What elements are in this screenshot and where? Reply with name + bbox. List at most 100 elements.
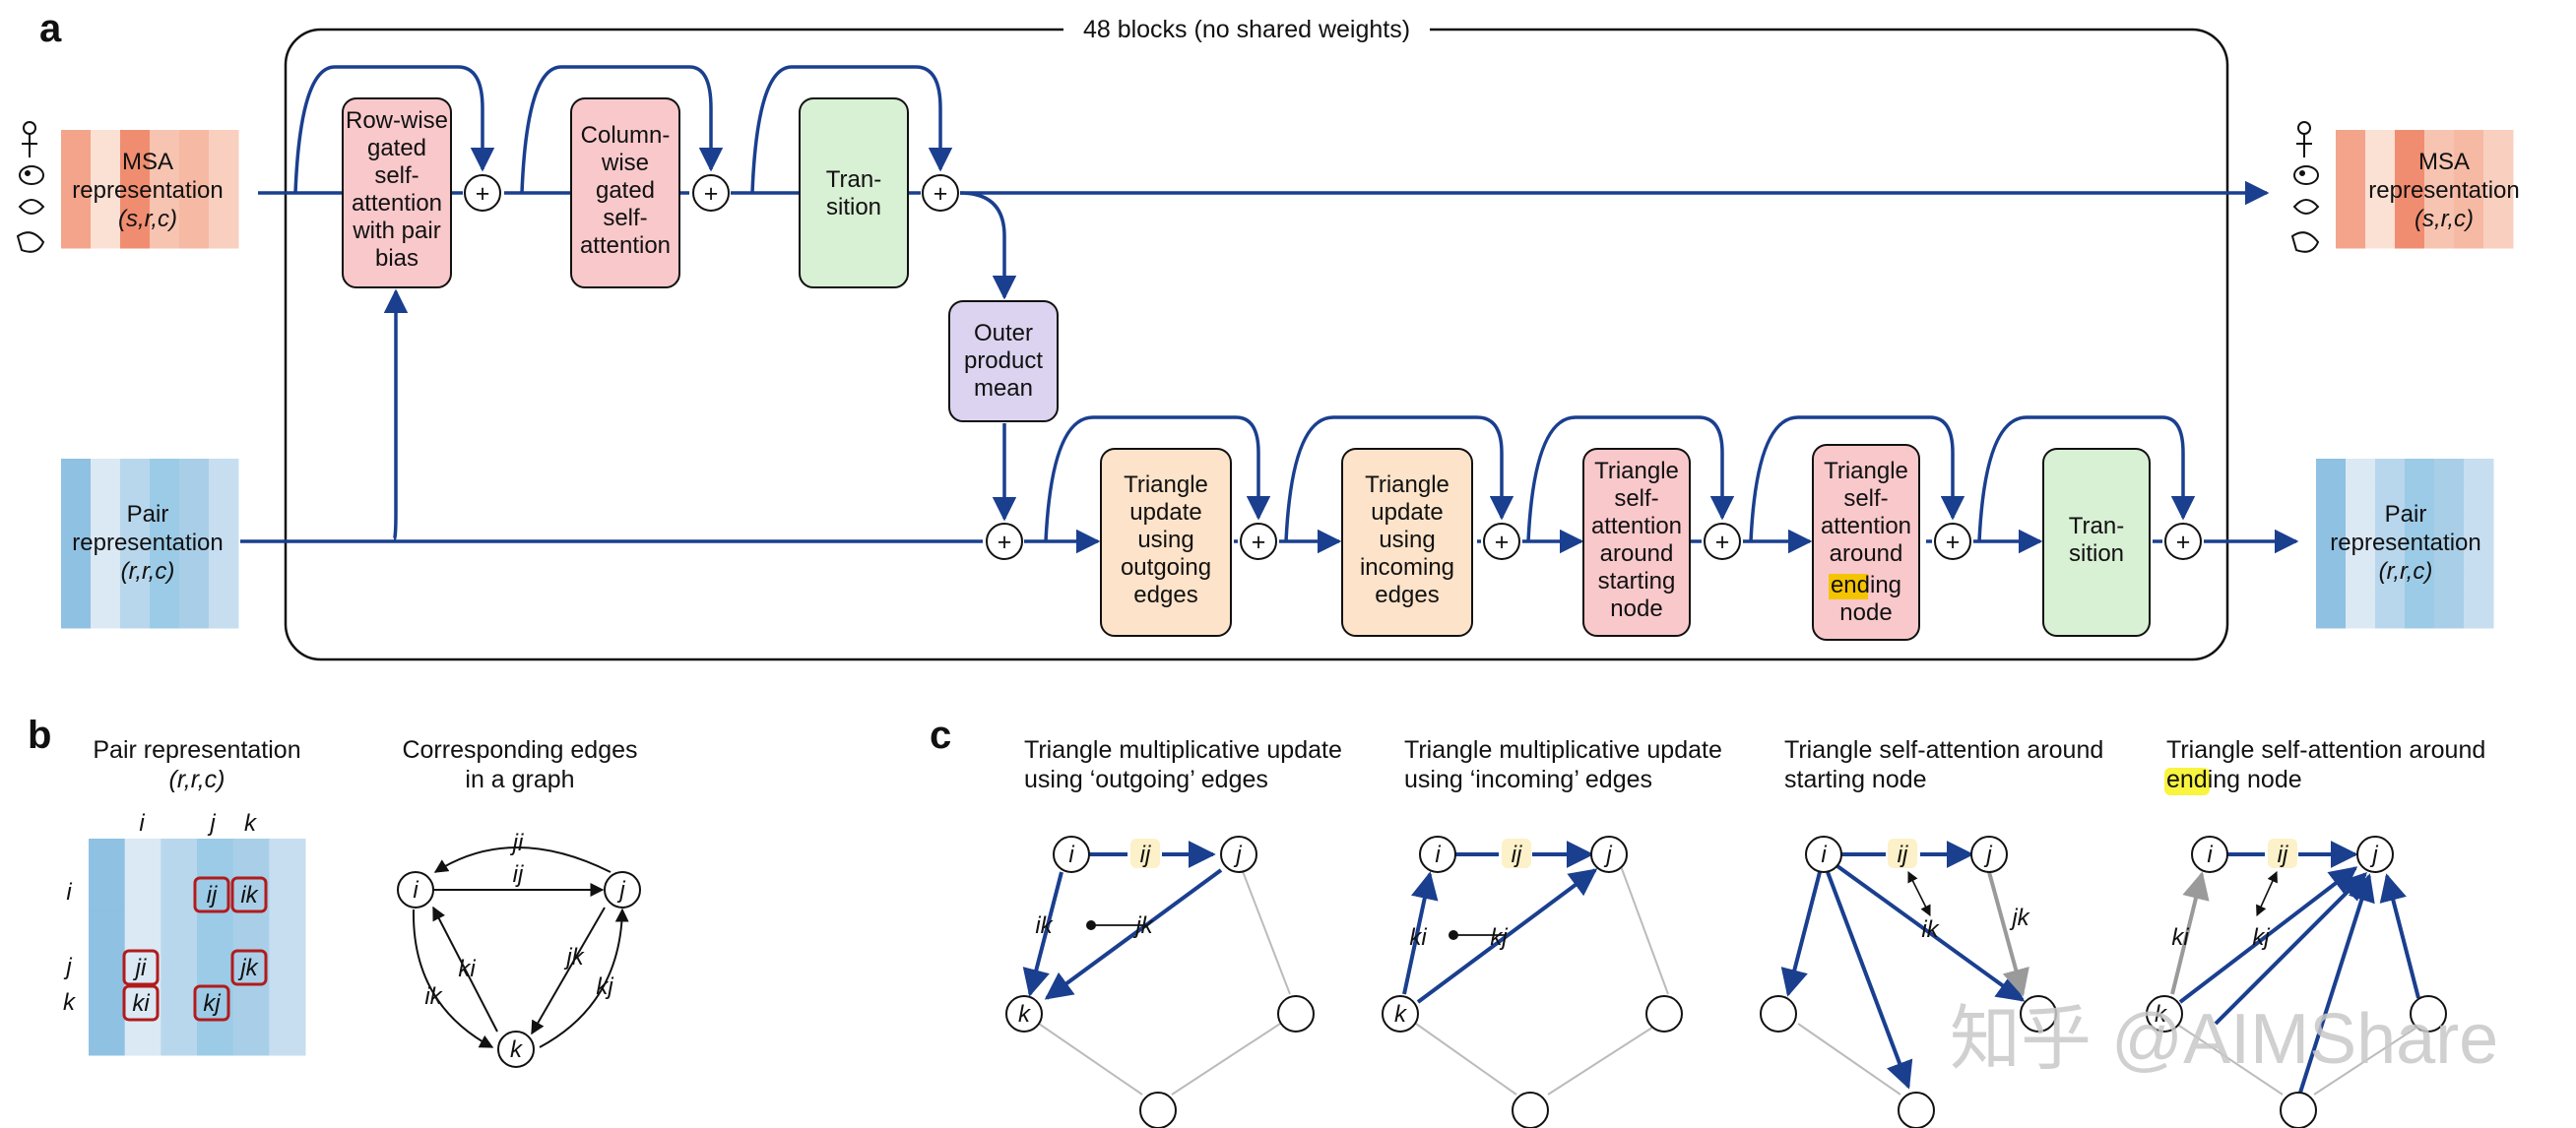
tae-l3: attention — [1821, 513, 1911, 539]
c-title-3b: starting node — [1784, 766, 1927, 793]
heatmap-cell — [120, 189, 151, 219]
heatmap-cell — [150, 219, 180, 249]
add-node-sign: + — [1715, 529, 1730, 556]
opm-l2: product — [964, 347, 1043, 374]
c4-node-k — [2146, 995, 2183, 1033]
add-node-4 — [986, 523, 1023, 560]
heatmap-cell — [232, 982, 270, 1020]
heatmap-cell — [2316, 459, 2347, 488]
heatmap-cell — [209, 459, 239, 488]
rowwise-l2: gated — [367, 135, 426, 161]
graph-node-j-label: j — [616, 877, 625, 904]
add-node-sign: + — [704, 180, 719, 208]
heatmap-cell — [179, 571, 210, 600]
c2-node-k — [1382, 995, 1419, 1033]
heatmap-cell — [91, 486, 121, 516]
c4-node-i — [2191, 836, 2228, 873]
heatmap-cell — [150, 189, 180, 219]
c4-node-5 — [2280, 1092, 2317, 1128]
heatmap-cell — [89, 839, 126, 876]
heatmap-cell — [232, 1019, 270, 1056]
add-node-sign: + — [998, 529, 1012, 556]
heatmap-cell — [2483, 159, 2514, 190]
c1-node-5 — [1139, 1092, 1177, 1128]
column-wise-attention-block: Column- wise gated self- attention — [570, 97, 680, 288]
add-node-8 — [1934, 523, 1971, 560]
heatmap-cell — [2483, 130, 2514, 160]
c3-e1-label: ik — [1921, 916, 1940, 943]
tuo-l3: using — [1137, 527, 1193, 553]
heatmap-cell — [269, 910, 306, 948]
heatmap-cell — [120, 599, 151, 629]
heatmap-cell — [2375, 515, 2406, 544]
opm-l1: Outer — [974, 320, 1033, 346]
add-node-2 — [692, 174, 730, 212]
c4-node-k-label: k — [2155, 1001, 2168, 1028]
row-wise-attention-box — [342, 97, 452, 288]
cell-ik — [230, 876, 268, 913]
heatmap-cell — [89, 1019, 126, 1056]
heatmap-cell — [150, 571, 180, 600]
heatmap-cell — [161, 874, 198, 911]
heatmap-cell — [150, 459, 180, 488]
col-label-j: j — [207, 810, 216, 837]
heatmap-cell — [2365, 189, 2396, 219]
heatmap-cell — [209, 571, 239, 600]
blocks-label: 48 blocks (no shared weights) — [1083, 16, 1410, 43]
heatmap-cell — [61, 159, 92, 190]
heatmap-cell — [2375, 571, 2406, 600]
heatmap-cell — [2336, 219, 2366, 249]
c2-mid-bg — [1502, 839, 1531, 868]
heatmap-cell — [161, 947, 198, 984]
msa-transition-block: Tran- sition — [799, 97, 909, 288]
c3-node-j-label: j — [1983, 842, 1992, 868]
tas-l1: Triangle — [1594, 458, 1679, 484]
heatmap-cell — [2405, 515, 2435, 544]
c-title-4b: ending node — [2166, 766, 2302, 793]
c3-mid-bg — [1888, 839, 1917, 868]
c-graph-outgoing: i j k ij ik jk — [1005, 836, 1315, 1128]
graph-node-j — [604, 871, 641, 909]
heatmap-cell — [269, 1019, 306, 1056]
msa-output-representation: MSA representation (s,r,c) — [2336, 130, 2520, 249]
heatmap-cell — [2346, 543, 2376, 573]
heatmap-cell — [2316, 515, 2347, 544]
heatmap-cell — [91, 543, 121, 573]
heatmap-cell — [2346, 486, 2376, 516]
add-node-7 — [1704, 523, 1741, 560]
heatmap-cell — [197, 839, 234, 876]
edge-graph — [412, 846, 629, 1048]
heatmap-cell — [2424, 159, 2455, 190]
heatmap-cell — [2395, 189, 2425, 219]
tuo-l5: edges — [1133, 582, 1197, 608]
c2-e1-label: ki — [1409, 924, 1427, 951]
pair-in-line2: representation — [72, 530, 223, 556]
cell-ji-label: ji — [133, 955, 147, 981]
heatmap-cell — [179, 515, 210, 544]
heatmap-cell — [2346, 571, 2376, 600]
heatmap-cell — [197, 1019, 234, 1056]
edge-ji-label: ji — [510, 830, 524, 856]
col-label-i: i — [139, 810, 145, 837]
edge-kj-label: kj — [596, 973, 613, 1000]
cell-ij — [193, 876, 230, 913]
tuo-l4: outgoing — [1121, 554, 1211, 581]
pair-cells: ij ik ji jk ki kj — [122, 876, 268, 1022]
msa-out-line1: MSA — [2418, 149, 2470, 175]
heatmap-cell — [150, 599, 180, 629]
c2-mid-label: ij — [1512, 842, 1522, 868]
edge-ki-label: ki — [458, 956, 476, 982]
add-node-sign: + — [1946, 529, 1961, 556]
c3-node-i-label: i — [1821, 842, 1827, 868]
heatmap-cell — [2454, 219, 2484, 249]
rowwise-l6: bias — [375, 245, 419, 272]
heatmap-cell — [2434, 515, 2465, 544]
heatmap-cell — [91, 599, 121, 629]
rowwise-l1: Row-wise — [346, 107, 448, 134]
c4-node-4 — [2410, 995, 2447, 1033]
heatmap-cell — [2375, 459, 2406, 488]
cell-jk — [230, 949, 268, 986]
c2-node-i-label: i — [1435, 842, 1441, 868]
heatmap-cell — [89, 982, 126, 1020]
pair-rep-title: Pair representation — [93, 736, 300, 764]
